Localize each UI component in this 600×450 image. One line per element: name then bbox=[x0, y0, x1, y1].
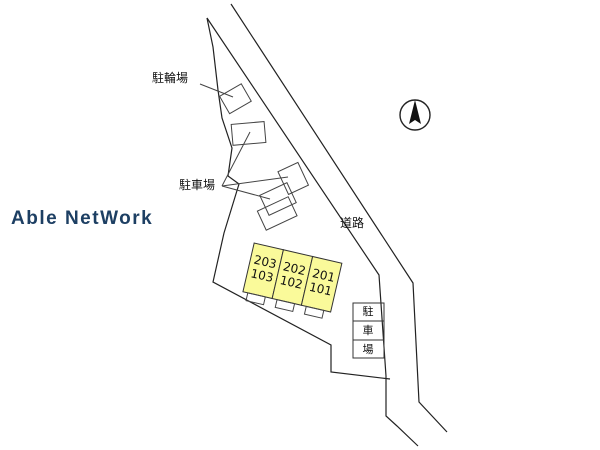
unit-porch bbox=[245, 292, 266, 306]
car-parking-space bbox=[256, 196, 298, 231]
unit-number-bottom: 102 bbox=[279, 273, 304, 292]
unit-number-bottom: 103 bbox=[249, 266, 274, 285]
leader-line bbox=[221, 185, 271, 200]
watermark-logo: Able NetWork bbox=[11, 208, 153, 229]
road-label: 道路 bbox=[340, 215, 364, 230]
car-parking-space bbox=[277, 161, 310, 196]
bicycle-parking-space bbox=[218, 83, 252, 115]
car-parking-vertical-char: 車 bbox=[363, 323, 374, 337]
unit-number-bottom: 101 bbox=[308, 280, 333, 299]
apartment-building: 203 103 202 102 201 101 bbox=[242, 242, 343, 319]
road-left-edge bbox=[206, 17, 419, 447]
unit-porch bbox=[274, 299, 296, 313]
car-parking-space bbox=[259, 182, 297, 216]
road-right-edge bbox=[230, 3, 448, 433]
site-boundary bbox=[206, 17, 391, 380]
car-parking-space-right bbox=[352, 302, 385, 359]
unit-number-top: 201 bbox=[311, 266, 336, 285]
leader-line bbox=[221, 176, 289, 187]
leader-line bbox=[221, 131, 251, 187]
car-parking-vertical-char: 駐 bbox=[363, 304, 374, 318]
unit-number-top: 202 bbox=[282, 259, 307, 278]
unit-porch bbox=[303, 305, 325, 319]
north-arrow-icon bbox=[399, 99, 431, 131]
unit-number-top: 203 bbox=[252, 253, 277, 272]
car-parking-space bbox=[230, 121, 267, 146]
leader-line bbox=[199, 83, 234, 98]
car-parking-label: 駐車場 bbox=[179, 177, 215, 192]
bicycle-parking-label: 駐輪場 bbox=[152, 70, 188, 85]
car-parking-vertical-char: 場 bbox=[363, 343, 374, 356]
